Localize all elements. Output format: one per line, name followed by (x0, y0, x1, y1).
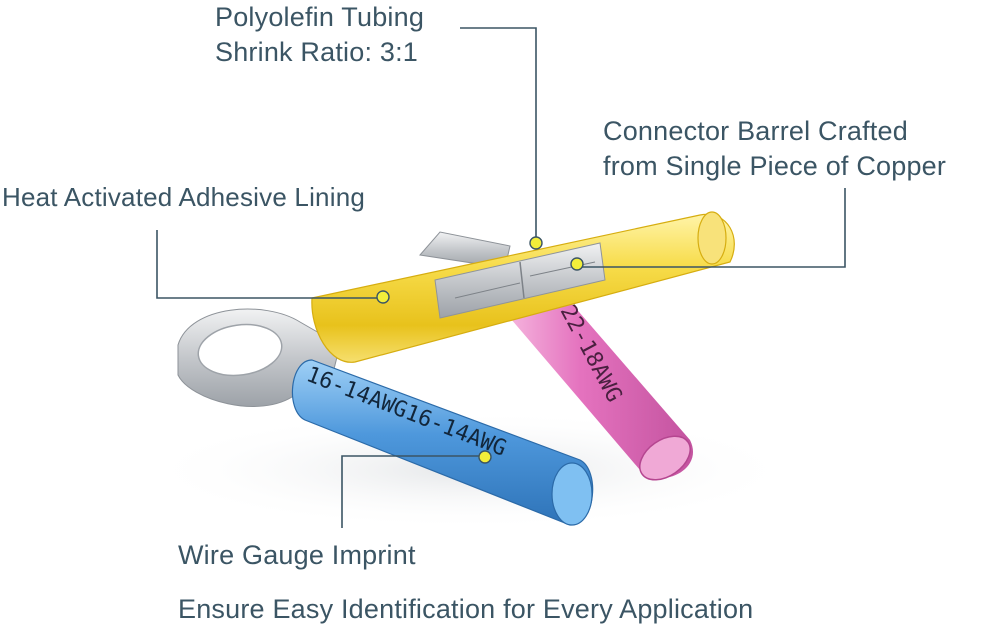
gauge-callout: Wire Gauge Imprint (178, 540, 416, 570)
gauge-leader (341, 455, 484, 528)
yellow-butt-connector (311, 211, 735, 363)
barrel-callout-line1: Connector Barrel Crafted (603, 116, 908, 146)
barrel-callout: Connector Barrel Crafted from Single Pie… (603, 114, 946, 184)
tubing-callout-line1: Polyolefin Tubing (215, 2, 425, 32)
gauge-marker-dot (478, 450, 492, 464)
tubing-leader (460, 27, 537, 242)
adhesive-marker-dot (376, 290, 390, 304)
adhesive-leader (156, 230, 382, 299)
barrel-marker-dot (570, 257, 584, 271)
tubing-marker-dot (529, 236, 543, 250)
barrel-leader (577, 188, 846, 268)
identification-caption: Ensure Easy Identification for Every App… (178, 594, 754, 624)
tubing-callout-line2: Shrink Ratio: 3:1 (215, 37, 418, 67)
barrel-callout-line2: from Single Piece of Copper (603, 151, 947, 181)
leader-lines (156, 27, 846, 528)
tubing-callout: Polyolefin Tubing Shrink Ratio: 3:1 (215, 0, 424, 70)
adhesive-callout: Heat Activated Adhesive Lining (2, 182, 366, 212)
pink-connector: 22-18AWG (505, 290, 694, 481)
